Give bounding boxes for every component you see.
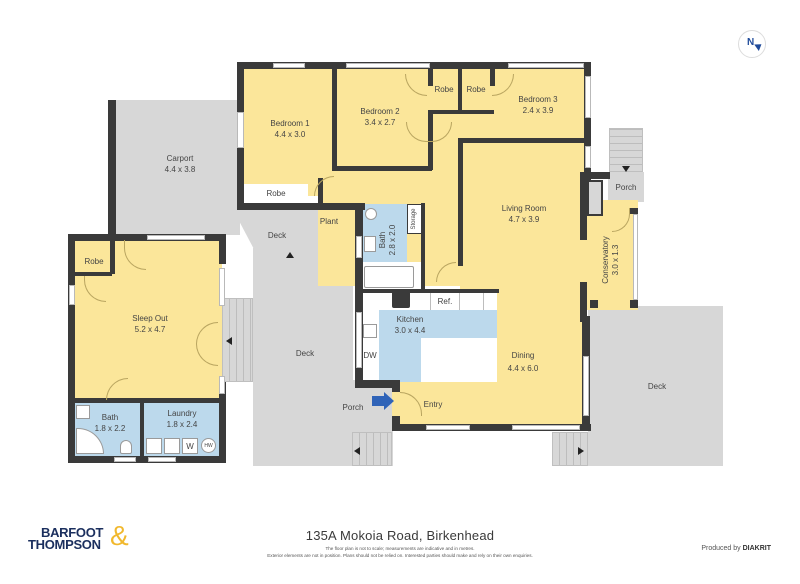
- room-porch-side: Porch: [615, 183, 637, 192]
- basin-main: [364, 236, 376, 252]
- sink-kitchen: [363, 324, 377, 338]
- kitchen-floor: [379, 310, 497, 338]
- fireplace: [587, 180, 603, 216]
- porch-side-area: [608, 172, 644, 202]
- basin-sleepout: [76, 405, 90, 419]
- sleepout-floor: [74, 240, 222, 400]
- room-robe-b3: Robe: [466, 85, 486, 94]
- entry-arrow-head: [384, 392, 394, 410]
- entry-arrow-icon: [372, 396, 386, 406]
- kitchen-floor-lower: [379, 338, 421, 382]
- room-porch-front: Porch: [342, 403, 364, 412]
- label-ref: Ref.: [437, 297, 453, 306]
- label-hot-water: HW: [204, 443, 213, 449]
- room-storage: Storage: [411, 208, 417, 230]
- deck-right-area: [588, 306, 723, 466]
- bathtub: [364, 266, 414, 288]
- room-entry: Entry: [423, 400, 443, 409]
- room-deck-main: Deck: [295, 349, 315, 358]
- property-address: 135A Mokoia Road, Birkenhead: [305, 528, 495, 543]
- bedroom3-floor: [460, 68, 584, 142]
- stair-arrow-porch: [622, 166, 630, 172]
- room-deck-right: Deck: [647, 382, 667, 391]
- stair-arrow-sleepout: [226, 337, 232, 345]
- room-robe-sleepout: Robe: [84, 257, 104, 266]
- disclaimer-line1: The floor plan is not to scale; measurem…: [325, 546, 475, 551]
- stair-arrow-front: [354, 447, 360, 455]
- produced-by: Produced by DIAKRIT: [701, 545, 771, 552]
- toilet-sleepout: [120, 440, 132, 454]
- north-arrow-icon: N: [738, 30, 766, 58]
- brand-logo: BARFOOT THOMPSON: [28, 525, 104, 552]
- disclaimer-line2: Exterior elements are not in position. P…: [267, 553, 533, 558]
- room-robe-b1: Robe: [266, 189, 286, 198]
- room-plant: Plant: [319, 217, 339, 226]
- label-dw: DW: [363, 351, 377, 360]
- stairs-deck-right: [552, 432, 588, 466]
- carport-area: [112, 100, 240, 235]
- toilet-main: [365, 208, 377, 220]
- washer: [182, 438, 198, 454]
- tub-laundry-2: [164, 438, 180, 454]
- bedroom1-robe-box: [244, 184, 308, 202]
- stair-arrow-deck: [286, 252, 294, 258]
- hot-water: [201, 438, 216, 453]
- label-washer: W: [186, 442, 194, 451]
- brand-ampersand: &: [110, 520, 129, 551]
- cooktop: [392, 290, 410, 308]
- living-floor: [460, 140, 584, 290]
- tub-laundry-1: [146, 438, 162, 454]
- room-robe-b2: Robe: [434, 85, 454, 94]
- room-deck-top: Deck: [267, 231, 287, 240]
- stair-arrow-right: [578, 447, 584, 455]
- stairs-porch-side: [609, 128, 643, 172]
